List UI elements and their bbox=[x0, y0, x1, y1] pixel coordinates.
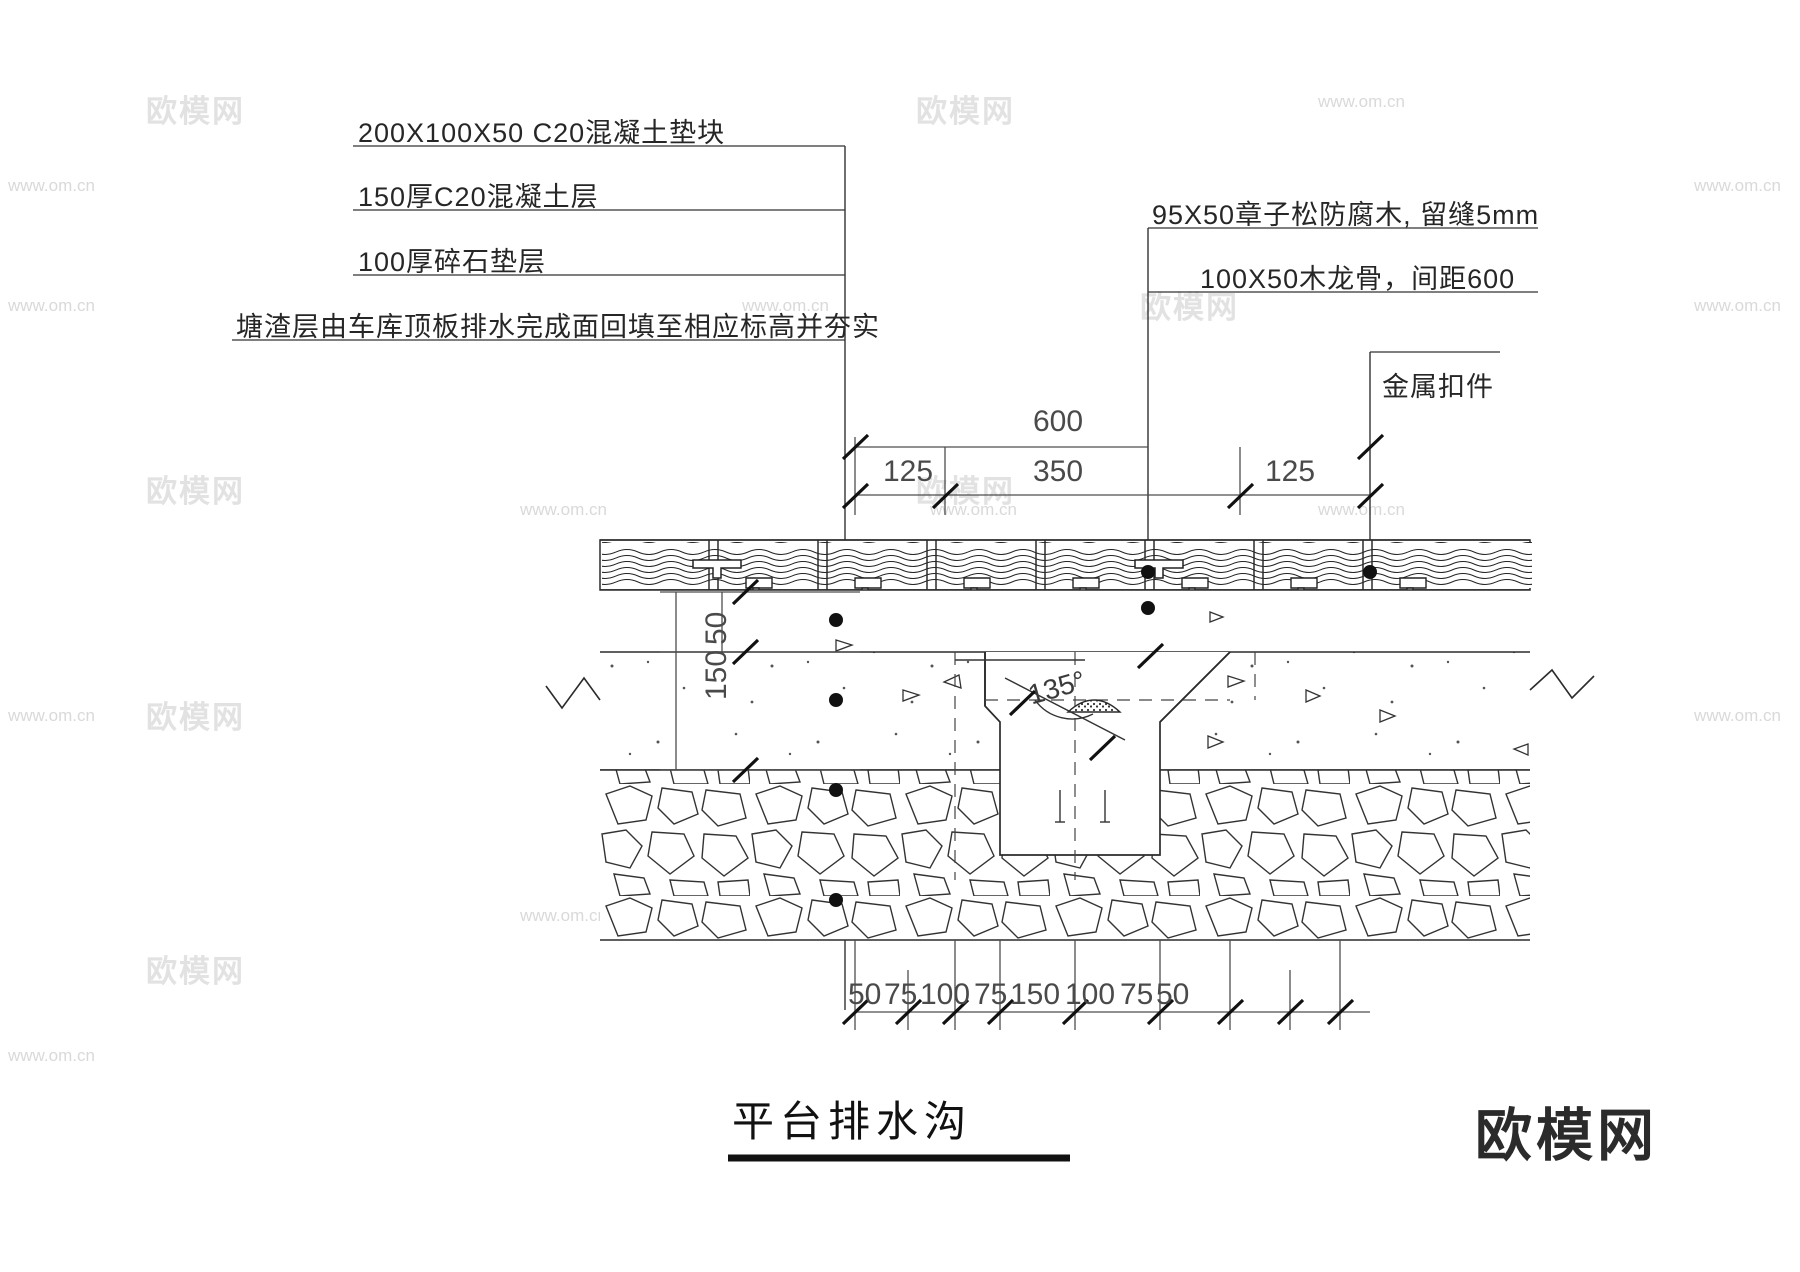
right-note-2: 100X50木龙骨，间距600 bbox=[1200, 264, 1516, 294]
drawing-title: 平台排水沟 bbox=[732, 1098, 973, 1145]
left-note-1: 200X100X50 C20混凝土垫块 bbox=[358, 118, 726, 148]
top-dimension-chain bbox=[854, 400, 1371, 515]
left-note-leader-lines bbox=[232, 145, 845, 341]
dimension-vertical-50: 50 bbox=[700, 611, 733, 645]
angle-leader bbox=[955, 659, 1126, 741]
left-note-2: 150厚C20混凝土层 bbox=[358, 182, 599, 212]
drainage-channel bbox=[954, 651, 1256, 880]
bottom-dimension-2: 75 bbox=[884, 978, 918, 1011]
bottom-dimension-3: 100 bbox=[920, 978, 971, 1011]
left-dimension-ticks bbox=[731, 578, 760, 784]
right-note-leader-lines bbox=[1148, 227, 1538, 353]
bottom-dimension-4: 75 bbox=[974, 978, 1008, 1011]
dimension-vertical-150: 150 bbox=[700, 649, 733, 700]
bottom-dimension-7: 75 bbox=[1120, 978, 1154, 1011]
bottom-dimension-1: 50 bbox=[848, 978, 882, 1011]
dimension-segment-125-right: 125 bbox=[1265, 455, 1316, 488]
break-lines bbox=[545, 668, 1595, 710]
right-note-3: 金属扣件 bbox=[1382, 372, 1494, 402]
bottom-dimension-6: 100 bbox=[1065, 978, 1116, 1011]
bottom-dimension-ticks bbox=[841, 998, 1355, 1026]
left-note-4: 塘渣层由车库顶板排水完成面回填至相应标高并夯实 bbox=[236, 312, 880, 342]
dimension-ticks bbox=[841, 433, 1385, 510]
left-note-3: 100厚碎石垫层 bbox=[358, 247, 547, 277]
brand-logo: 欧模网 bbox=[1475, 1104, 1658, 1168]
left-vertical-dimension bbox=[660, 591, 860, 771]
dimension-segment-125-left: 125 bbox=[883, 455, 934, 488]
angle-ticks bbox=[1008, 642, 1165, 762]
dimension-segment-350: 350 bbox=[1033, 455, 1084, 488]
leader-dots bbox=[829, 565, 1377, 907]
bottom-dimension-chain bbox=[854, 940, 1370, 1030]
bottom-dimension-8: 50 bbox=[1156, 978, 1190, 1011]
dimension-total-600: 600 bbox=[1033, 405, 1084, 438]
bottom-dimension-5: 150 bbox=[1010, 978, 1061, 1011]
right-note-1: 95X50章子松防腐木, 留缝5mm bbox=[1152, 200, 1540, 230]
